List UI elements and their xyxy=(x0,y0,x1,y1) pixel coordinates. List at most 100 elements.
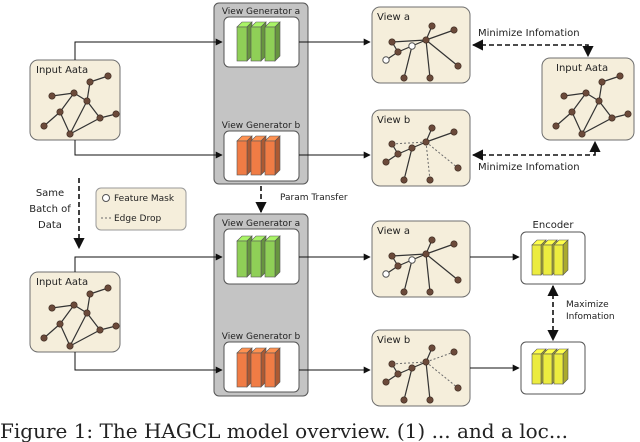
input-right-edge xyxy=(581,100,600,135)
input-top-node xyxy=(48,92,56,100)
arrow-input-to-gen-a-bottom xyxy=(74,253,223,272)
input-bottom-node xyxy=(56,320,64,328)
input-bottom-node xyxy=(48,304,56,312)
input-top-node xyxy=(104,72,112,80)
legend-edge-drop: Edge Drop xyxy=(114,214,161,224)
graph-view-a-bottom xyxy=(382,236,462,296)
view-b-bottom-node xyxy=(394,370,402,378)
green-top-block-3 xyxy=(264,21,281,62)
view-b-bottom-node xyxy=(428,344,436,352)
input-right-edge xyxy=(571,92,587,113)
view-a-bottom-edge xyxy=(391,253,427,257)
view-a-bottom-node xyxy=(400,288,408,296)
same-batch-line-3: Data xyxy=(38,220,62,231)
input-top-node xyxy=(96,114,104,122)
view-generator-b-bottom-label: View Generator b xyxy=(222,332,301,342)
legend-feature-mask: Feature Mask xyxy=(114,194,175,204)
view-a-top-masked-node xyxy=(408,42,416,50)
feature-mask-legend-icon xyxy=(102,194,110,202)
view-a-bottom-masked-node xyxy=(408,256,416,264)
orange-top-block-3 xyxy=(264,135,281,176)
input-top-node xyxy=(112,110,120,118)
view-a-bottom-node xyxy=(426,288,434,296)
view-a-top-edge xyxy=(391,39,427,43)
input-bottom-edge xyxy=(69,329,101,347)
graph-input-top xyxy=(40,72,120,138)
view-b-top-node xyxy=(428,124,436,132)
view-b-top-node xyxy=(382,158,390,166)
input-bottom-node xyxy=(86,290,94,298)
input-bottom-node xyxy=(96,326,104,334)
input-right-node xyxy=(598,78,606,86)
view-b-bottom-edge xyxy=(425,361,459,389)
view-b-top-edge xyxy=(403,147,413,181)
view-a-bottom-node xyxy=(454,276,462,284)
minimize-info-arrow-1 xyxy=(471,39,594,58)
view-a-bottom-node xyxy=(450,240,458,248)
minimize-info-arrow-2 xyxy=(471,140,601,161)
input-bottom-edge xyxy=(86,312,101,331)
layer-blocks-orange-bottom xyxy=(236,347,281,388)
input-top-node xyxy=(70,89,78,97)
view-b-bottom-edge xyxy=(391,361,427,365)
input-bottom-edge xyxy=(51,304,75,309)
view-a-top-node xyxy=(400,74,408,82)
view-a-bottom-node xyxy=(388,252,396,260)
view-a-top-edge xyxy=(425,39,431,79)
view-b-top-edge xyxy=(425,131,455,143)
green-bottom-block-3 xyxy=(264,235,281,278)
view-a-bottom-edge xyxy=(403,259,413,293)
view-b-bottom-node xyxy=(388,360,396,368)
view-b-bottom-node xyxy=(450,348,458,356)
view-a-panel-top xyxy=(371,6,471,84)
minimize-info-label-1: Minimize Infomation xyxy=(478,28,580,39)
view-b-top-node xyxy=(422,138,430,146)
same-batch-line-2: Batch of xyxy=(29,204,71,215)
input-right-node xyxy=(595,97,603,105)
view-a-bottom-node xyxy=(394,262,402,270)
input-bottom-node xyxy=(66,342,74,350)
view-a-bottom-node xyxy=(422,250,430,258)
view-a-bottom-edge xyxy=(425,243,455,255)
maximize-info-line-2: Infomation xyxy=(566,312,615,322)
orange-bottom-block-3 xyxy=(264,347,281,388)
green-top-block-2 xyxy=(250,21,267,62)
view-a-label-bottom: View a xyxy=(377,226,410,237)
view-b-bottom-node xyxy=(382,378,390,386)
param-transfer-label: Param Transfer xyxy=(280,193,348,203)
encoder-top-block-3 xyxy=(553,239,569,276)
view-b-top-edge xyxy=(391,141,427,145)
input-top-edge xyxy=(59,111,71,135)
view-b-top-node xyxy=(454,164,462,172)
input-bottom-node xyxy=(40,334,48,342)
view-a-top-edge xyxy=(403,45,413,79)
input-bottom-edge xyxy=(59,304,75,325)
input-right-node xyxy=(560,92,568,100)
orange-top-block-2 xyxy=(250,135,267,176)
view-a-top-masked-node xyxy=(382,56,390,64)
view-b-top-node xyxy=(426,176,434,184)
view-a-top-node xyxy=(454,62,462,70)
layer-blocks-green-top xyxy=(236,21,281,62)
view-b-top-node xyxy=(394,150,402,158)
view-b-bottom-node xyxy=(454,384,462,392)
view-a-top-edge xyxy=(425,29,455,41)
input-right-edge xyxy=(555,111,573,127)
same-batch-line-1: Same xyxy=(36,188,64,199)
input-top-edge xyxy=(51,92,75,97)
input-label-right: Input Aata xyxy=(556,63,608,74)
figure-caption: Figure 1: The HAGCL model overview. (1) … xyxy=(0,419,568,442)
view-b-top-node xyxy=(400,176,408,184)
arrow-input-to-gen-a-top xyxy=(74,38,223,60)
view-a-top-edge xyxy=(425,39,459,67)
graph-view-b-top xyxy=(382,124,462,184)
input-top-edge xyxy=(59,92,75,113)
input-top-node xyxy=(83,97,91,105)
input-right-edge xyxy=(581,117,613,135)
minimize-info-label-2: Minimize Infomation xyxy=(478,162,580,173)
view-b-panel-top xyxy=(371,109,471,187)
view-b-label-bottom: View b xyxy=(377,335,410,346)
green-bottom-block-1 xyxy=(236,235,253,278)
input-top-edge xyxy=(69,100,88,135)
input-top-edge xyxy=(43,111,61,127)
